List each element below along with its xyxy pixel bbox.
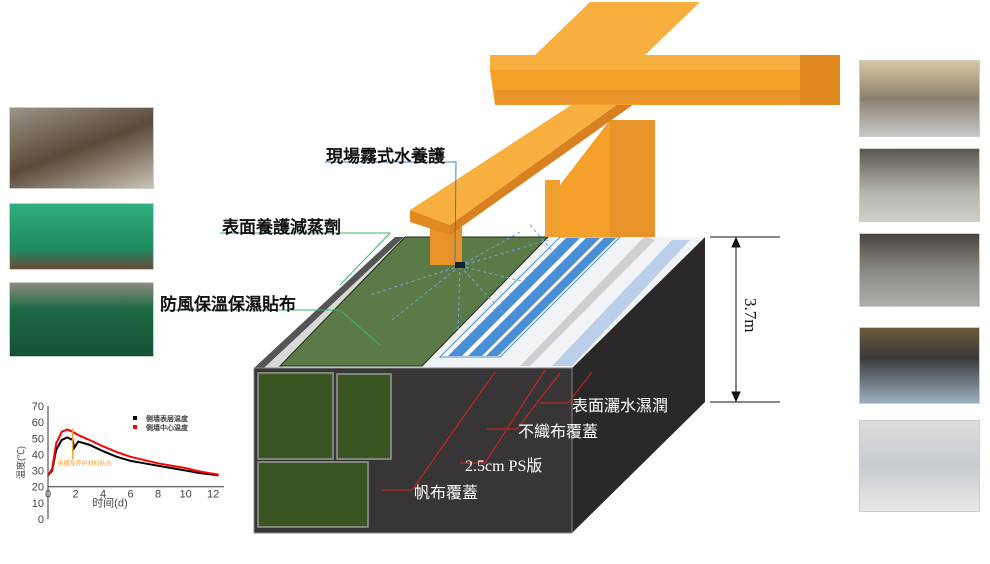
x-tick-label: 6 (127, 489, 133, 501)
x-tick-label: 4 (100, 489, 106, 501)
label-spray: 表面灑水濕潤 (572, 398, 669, 415)
legend-label: 侧墙中心温度 (146, 423, 189, 432)
photo-wall-cloth (9, 282, 154, 357)
lightblue-strip (552, 240, 690, 366)
leader-lines (160, 161, 593, 491)
canvas-panel (257, 461, 369, 528)
gray-ridge (520, 236, 655, 366)
photo-green-cloth (9, 203, 154, 270)
x-tick-label: 8 (155, 489, 161, 501)
canvas-panel (336, 373, 392, 460)
legend-marker (133, 425, 137, 429)
x-axis-label: 时间(d) (92, 497, 127, 510)
photo-site-work (9, 107, 154, 189)
ps-board (438, 236, 622, 358)
label-wind-cloth: 防風保溫保濕貼布 (160, 295, 296, 315)
label-evaporation-reducer: 表面養護減蒸劑 (222, 218, 341, 238)
label-canvas: 帆布覆蓋 (414, 485, 479, 502)
y-tick-label: 0 (38, 514, 44, 526)
height-dimension (710, 236, 780, 403)
y-tick-label: 20 (32, 482, 44, 494)
legend-marker (133, 416, 137, 420)
y-tick-label: 70 (32, 401, 44, 413)
block-right-face (572, 237, 705, 533)
y-tick-label: 10 (32, 498, 44, 510)
canvas-panel (257, 372, 334, 460)
label-ps-board: 2.5cm PS版 (465, 458, 543, 475)
mist-spray-lines (369, 224, 561, 331)
dark-edge-strip (254, 237, 404, 368)
photo-ps (859, 327, 980, 404)
photo-boards (859, 420, 980, 512)
x-tick-label: 10 (179, 489, 191, 501)
y-tick-label: 60 (32, 417, 44, 429)
y-tick-label: 30 (32, 466, 44, 478)
annotation-label: 拆模及养护材料贴合 (58, 460, 112, 468)
series-line-1 (47, 428, 219, 476)
label-nonwoven: 不織布覆蓋 (518, 424, 599, 441)
x-tick-label: 12 (207, 489, 219, 501)
label-mist: 現場霧式水養護 (326, 147, 445, 167)
photo-nonwoven (859, 233, 980, 307)
steel-beam-frame (410, 2, 840, 268)
x-tick-label: 2 (72, 489, 78, 501)
x-tick-label: 0 (45, 489, 51, 501)
y-tick-label: 40 (32, 449, 44, 461)
legend-label: 侧墙表层温度 (146, 414, 189, 423)
y-tick-label: 50 (32, 433, 44, 445)
photo-mist (859, 60, 980, 137)
photo-spray (859, 148, 980, 222)
y-axis-label: 温度(℃) (15, 446, 26, 479)
series-line-0 (47, 436, 219, 477)
label-height: 3.7m (741, 298, 760, 333)
